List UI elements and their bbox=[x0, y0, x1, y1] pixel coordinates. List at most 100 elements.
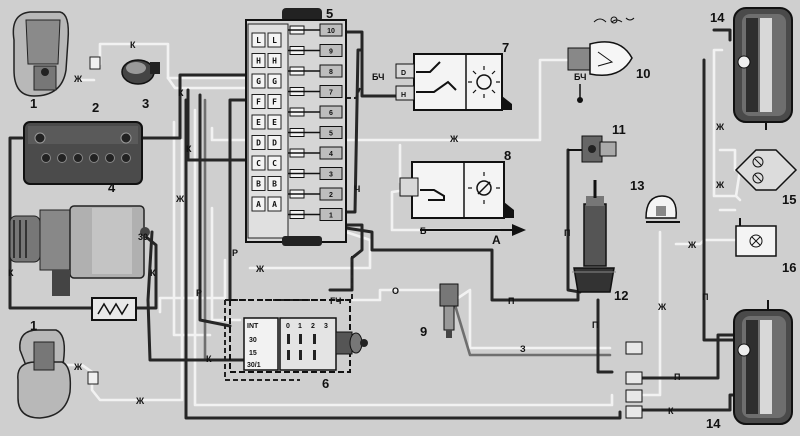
svg-text:15: 15 bbox=[249, 350, 257, 357]
headlamp-top bbox=[12, 11, 101, 97]
lamp-holder bbox=[568, 135, 617, 163]
ignition-coil bbox=[572, 180, 616, 293]
fuse-letter: D bbox=[256, 139, 261, 148]
fuse-letter: C bbox=[256, 159, 261, 168]
fuse-letter: E bbox=[256, 118, 261, 127]
fuse-terminal bbox=[251, 196, 266, 212]
svg-text:3: 3 bbox=[324, 323, 328, 330]
svg-text:К: К bbox=[150, 268, 156, 278]
tail-lamp-top bbox=[733, 7, 793, 130]
fuse-number: 8 bbox=[329, 69, 333, 76]
rear-lamp bbox=[735, 218, 777, 257]
fuse-letter: B bbox=[256, 180, 261, 189]
light-switch bbox=[395, 53, 512, 111]
svg-text:К: К bbox=[130, 40, 136, 50]
fuse-row: 8 bbox=[288, 64, 343, 78]
fuse-terminal bbox=[251, 176, 266, 191]
label-9: 9 bbox=[420, 324, 427, 339]
label-1-bottom: 1 bbox=[30, 318, 37, 333]
label-5: 5 bbox=[326, 6, 333, 21]
label-3: 3 bbox=[142, 96, 149, 111]
fuse-number: 7 bbox=[329, 90, 333, 97]
fuse-row: 5 bbox=[288, 126, 343, 139]
label-11: 11 bbox=[612, 122, 626, 137]
fuse-terminal bbox=[267, 32, 282, 48]
fuse-terminal bbox=[267, 73, 282, 89]
label-16: 16 bbox=[782, 260, 796, 275]
svg-text:К: К bbox=[186, 144, 192, 154]
label-12: 12 bbox=[614, 288, 628, 303]
fuse-terminal bbox=[267, 114, 282, 130]
fuse-number: 3 bbox=[329, 172, 333, 179]
fuse-letter: C bbox=[272, 159, 277, 168]
headlamp-bottom bbox=[17, 329, 99, 419]
fuse-letter: D bbox=[272, 139, 277, 148]
fuse-letter: A bbox=[272, 200, 277, 209]
svg-text:БЧ: БЧ bbox=[574, 72, 586, 82]
label-7: 7 bbox=[502, 40, 509, 55]
fuse-letter: L bbox=[272, 36, 277, 45]
fuse-terminal bbox=[251, 32, 266, 48]
label-13: 13 bbox=[630, 178, 644, 193]
voltage-regulator bbox=[91, 297, 137, 321]
svg-text:П: П bbox=[592, 320, 598, 330]
fuse-number: 1 bbox=[329, 213, 333, 220]
fuse-letter: E bbox=[272, 118, 277, 127]
svg-text:О: О bbox=[392, 286, 399, 296]
tail-lamp-bottom bbox=[733, 300, 793, 425]
fuse-row: 2 bbox=[288, 187, 343, 201]
svg-text:2: 2 bbox=[311, 323, 315, 330]
fuse-terminal bbox=[251, 94, 266, 109]
svg-text:30: 30 bbox=[138, 232, 148, 242]
component-numbers: 1 2 3 4 5 6 7 8 9 10 11 12 13 14 15 16 1… bbox=[30, 6, 796, 431]
svg-text:1: 1 bbox=[298, 323, 302, 330]
svg-text:Ж: Ж bbox=[175, 194, 185, 204]
fuse-row: 3 bbox=[288, 167, 343, 180]
license-plate-lamp bbox=[734, 149, 798, 191]
wire-code-labels: К Ж К К Ж К К Р Р К Ж Ж Ж Ч БЧ ГЧ О Ж Б … bbox=[8, 40, 725, 416]
instrument-light-switch bbox=[399, 161, 514, 219]
fuse-terminal bbox=[267, 196, 282, 212]
svg-text:Ж: Ж bbox=[73, 362, 83, 372]
svg-text:30: 30 bbox=[249, 337, 257, 344]
fuse-letter: B bbox=[272, 180, 277, 189]
label-15: 15 bbox=[782, 192, 796, 207]
fuse-letter: H bbox=[256, 57, 261, 66]
svg-text:Ж: Ж bbox=[687, 240, 697, 250]
svg-text:Ж: Ж bbox=[715, 180, 725, 190]
fuse-letter: F bbox=[272, 98, 277, 107]
svg-text:Ж: Ж bbox=[449, 134, 459, 144]
fuse-terminal bbox=[267, 176, 282, 191]
fuse-row: 9 bbox=[288, 44, 343, 57]
svg-text:БЧ: БЧ bbox=[372, 72, 384, 82]
label-6: 6 bbox=[322, 376, 329, 391]
fuse-number: 10 bbox=[327, 28, 335, 35]
svg-text:Р: Р bbox=[196, 288, 202, 298]
horn bbox=[121, 59, 160, 85]
ignition-switch bbox=[229, 299, 368, 373]
svg-text:З: З bbox=[520, 344, 526, 354]
fuse-letter: H bbox=[272, 57, 277, 66]
label-10: 10 bbox=[636, 66, 650, 81]
switch7-contact-labels: D H bbox=[401, 70, 406, 99]
sender-switch bbox=[439, 283, 459, 338]
label-14-top: 14 bbox=[710, 10, 725, 25]
fuse-number: 2 bbox=[329, 192, 333, 199]
fuse-terminal bbox=[251, 114, 266, 130]
fuse-terminal bbox=[251, 73, 266, 89]
svg-text:30/1: 30/1 bbox=[247, 362, 261, 369]
svg-text:К: К bbox=[206, 354, 212, 364]
svg-text:H: H bbox=[401, 92, 406, 99]
label-2: 2 bbox=[92, 100, 99, 115]
fuse-number: 9 bbox=[329, 49, 333, 56]
fuse-number: 5 bbox=[329, 131, 333, 138]
svg-text:П: П bbox=[564, 228, 570, 238]
connector-block bbox=[625, 341, 643, 419]
arrow-a bbox=[420, 224, 526, 236]
svg-text:П: П bbox=[702, 292, 708, 302]
svg-text:D: D bbox=[401, 70, 406, 77]
